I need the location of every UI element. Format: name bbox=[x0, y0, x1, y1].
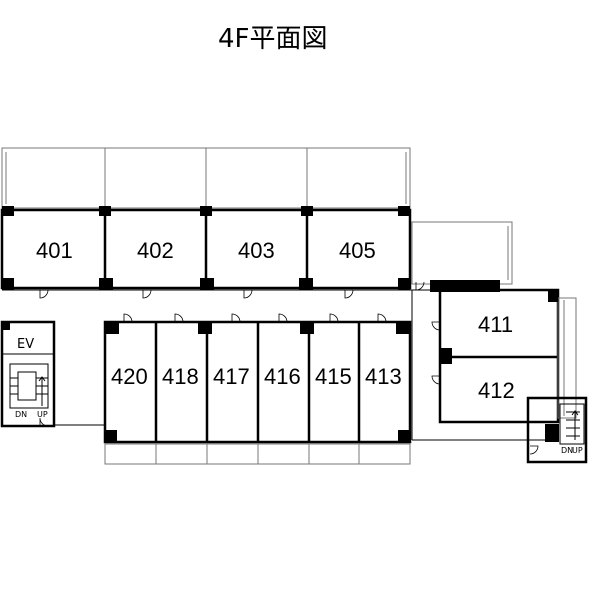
room-411-label: 411 bbox=[478, 312, 513, 337]
room-401-label: 401 bbox=[36, 238, 73, 263]
lower-balcony bbox=[104, 443, 411, 465]
structural-columns bbox=[2, 206, 559, 442]
elevator-label: EV bbox=[17, 337, 34, 352]
room-416-label: 416 bbox=[264, 364, 301, 389]
left-stair-dn-label: DN bbox=[15, 410, 27, 419]
right-stair-dn-label: DN bbox=[561, 446, 573, 455]
right-stair-up-label: UP bbox=[572, 446, 583, 455]
left-stair-up-label: UP bbox=[37, 410, 48, 419]
room-420-label: 420 bbox=[111, 364, 148, 389]
middle-rooms bbox=[103, 320, 412, 444]
room-402-label: 402 bbox=[137, 238, 174, 263]
room-417-label: 417 bbox=[213, 364, 250, 389]
right-balcony bbox=[411, 221, 513, 285]
room-403-label: 403 bbox=[238, 238, 275, 263]
room-405-label: 405 bbox=[339, 238, 376, 263]
plan-title: 4F平面図 bbox=[218, 24, 328, 54]
left-core bbox=[0, 320, 56, 428]
room-415-label: 415 bbox=[315, 364, 352, 389]
room-413-label: 413 bbox=[365, 364, 402, 389]
upper-balcony bbox=[1, 147, 411, 209]
right-core bbox=[526, 396, 588, 464]
stair-arrows bbox=[38, 376, 579, 440]
room-412-label: 412 bbox=[478, 378, 515, 403]
room-418-label: 418 bbox=[162, 364, 199, 389]
corridor bbox=[2, 289, 545, 441]
doors bbox=[39, 281, 539, 455]
